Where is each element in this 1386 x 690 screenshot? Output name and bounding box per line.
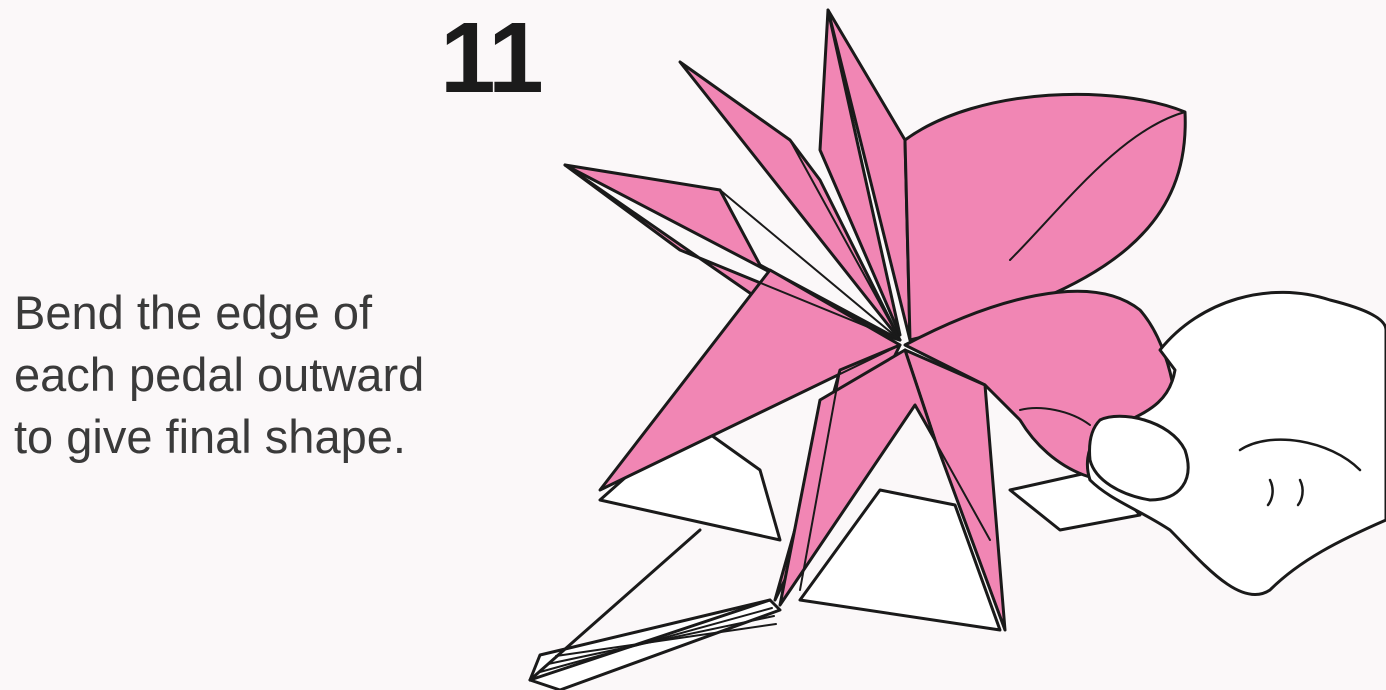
origami-flower-illustration [0,0,1386,690]
instruction-page: 11 Bend the edge of each pedal outward t… [0,0,1386,690]
